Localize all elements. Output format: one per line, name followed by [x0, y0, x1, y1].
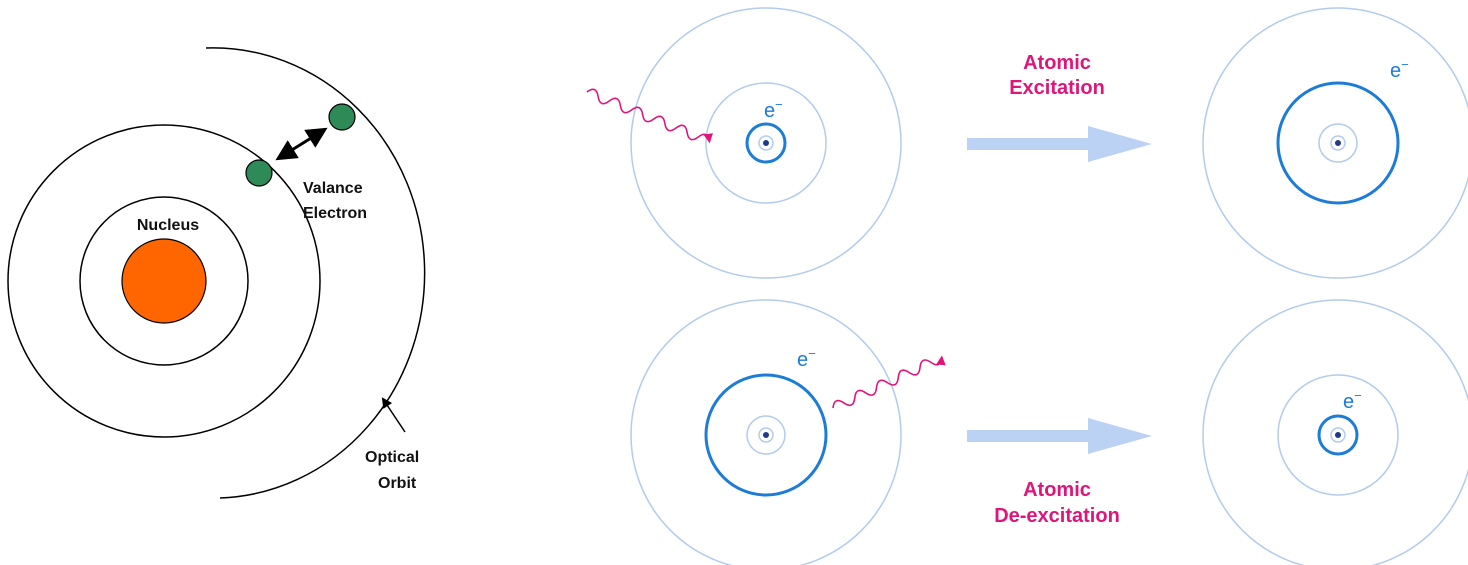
faint-inner-orbit	[1318, 123, 1358, 163]
faint-outer-orbit	[630, 299, 902, 565]
active-middle-orbit	[1276, 81, 1400, 205]
inner-orbit	[79, 196, 249, 366]
optical-orbit-arc	[205, 47, 426, 499]
faint-outer-orbit	[630, 7, 902, 279]
core-dot	[1335, 432, 1341, 438]
atom-ground-state-before: e−	[586, 7, 902, 279]
excitation-diagram: e− Atomic Excitation e− e−	[586, 7, 1468, 565]
optical-label-line1: Optical	[365, 449, 419, 466]
valence-electron-outer	[328, 103, 356, 131]
bohr-atom-diagram: Nucleus Valance Electron Optical Orbit	[7, 47, 426, 499]
valence-label-line2: Electron	[303, 205, 367, 222]
valence-label-line1: Valance	[303, 180, 363, 197]
active-inner-orbit	[1317, 414, 1359, 456]
faint-outer-orbit	[1202, 7, 1468, 279]
electron-label: e−	[797, 346, 816, 371]
atom-excited-state: e−	[1202, 7, 1468, 279]
deexcitation-arrow	[967, 418, 1152, 454]
electron-label: e−	[1390, 57, 1409, 82]
core-dot	[763, 432, 769, 438]
electron-label: e−	[764, 97, 783, 122]
valence-orbit	[7, 124, 321, 438]
optical-label-line2: Orbit	[378, 475, 417, 492]
optical-orbit-pointer	[381, 397, 406, 433]
atom-excited-state-before-emission: e−	[630, 299, 946, 565]
transition-double-arrow	[275, 127, 328, 161]
faint-outer-orbit	[1202, 299, 1468, 565]
emitted-photon	[832, 355, 946, 409]
deexcitation-caption-line2: De-excitation	[994, 505, 1120, 527]
deexcitation-caption-line1: Atomic	[1023, 479, 1091, 501]
nucleus-label: Nucleus	[137, 217, 199, 234]
excitation-caption-line2: Excitation	[1009, 77, 1105, 99]
electron-label: e−	[1343, 388, 1362, 413]
active-middle-orbit	[704, 373, 828, 497]
excitation-arrow	[967, 126, 1152, 162]
valence-electron-inner	[245, 159, 273, 187]
nucleus	[121, 238, 207, 324]
faint-middle-orbit	[1277, 374, 1399, 496]
atom-ground-state-after: e−	[1202, 299, 1468, 565]
excitation-caption-line1: Atomic	[1023, 52, 1091, 74]
core-dot	[1335, 140, 1341, 146]
core-dot	[763, 140, 769, 146]
faint-inner-orbit	[746, 415, 786, 455]
incoming-photon	[586, 88, 713, 144]
active-inner-orbit	[745, 122, 787, 164]
